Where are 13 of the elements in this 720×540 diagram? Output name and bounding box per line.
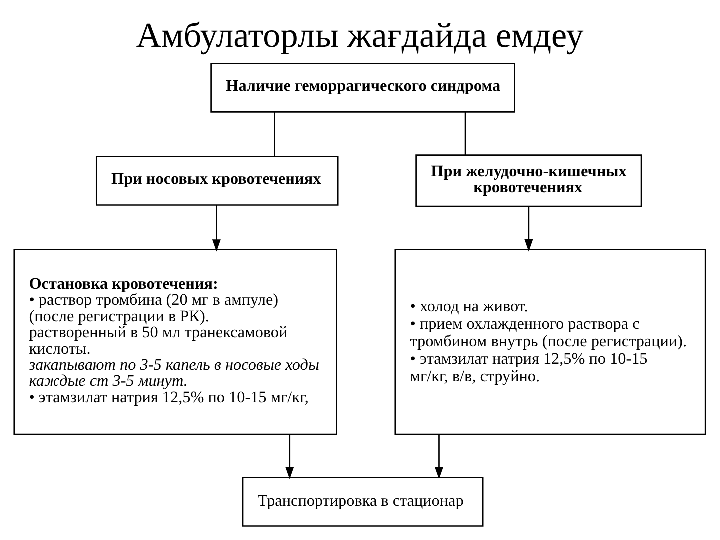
node-box: • холод на живот. • прием охлажденного раствора с тромбином внутрь (после регистрации). • этамзилат натрия 12,5% по 10-15 мг/кг, в/в, струйно. xyxy=(394,249,706,436)
diagram-title: Амбулаторлы жағдайда емдеу xyxy=(136,16,584,56)
arrow xyxy=(286,434,294,480)
node-box: Наличие геморрагического синдрома xyxy=(210,62,516,113)
node-box: Остановка кровотечения: • раствор тромбина (20 мг в ампуле) (после регистрации в РК). растворенный в 50 мл транексамовой кислоты. закапывают по 3-5 капель в носовые ходы каждые ст 3-5 минут. • этамзилат натрия 12,5% по 10-15 мг/кг, xyxy=(14,249,338,436)
node-box: Транспортировка в стационар xyxy=(242,477,484,527)
arrow xyxy=(524,206,534,252)
node-box: При желудочно-кишечных кровотечениях xyxy=(416,154,642,208)
node-box: При носовых кровотечениях xyxy=(96,156,339,206)
arrow xyxy=(212,205,221,252)
connector xyxy=(274,112,276,156)
arrow xyxy=(434,434,444,480)
connector xyxy=(464,112,466,156)
